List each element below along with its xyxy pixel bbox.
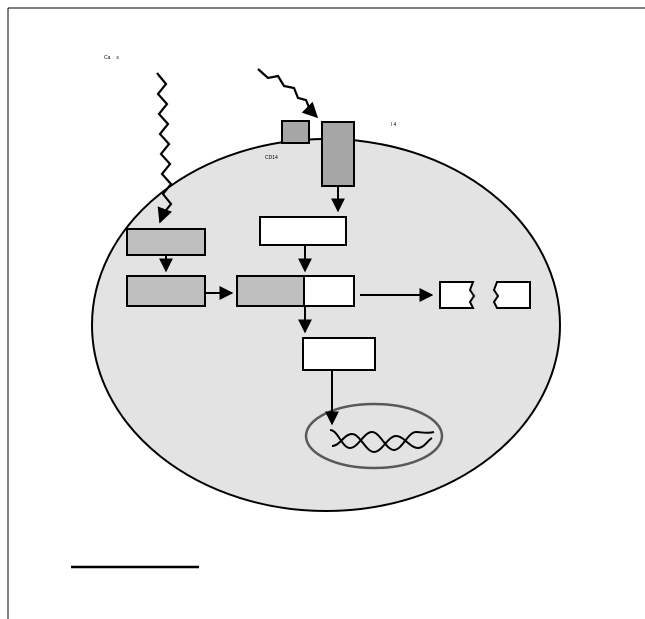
- ligand-left-wavy: [156, 72, 173, 224]
- box-complex-gray-half: [236, 275, 305, 307]
- box-left-lower: [126, 275, 206, 307]
- dna-strand-1: [329, 429, 435, 452]
- ligand-right-wavy: [257, 68, 319, 119]
- box-center-lower: [302, 337, 376, 371]
- label-cd14: CD14: [265, 155, 278, 161]
- label-receptor: l 4: [391, 122, 397, 128]
- box-right-fragment-1: [439, 281, 476, 309]
- box-left-upper: [126, 228, 206, 256]
- nucleus: [304, 402, 444, 470]
- cell-body: [91, 138, 561, 512]
- box-complex-white-half: [303, 275, 355, 307]
- box-right-fragment-2: [492, 281, 531, 309]
- box-center-top: [259, 216, 347, 246]
- label-top-left: Ca s: [104, 55, 119, 61]
- cd14-receptor: [281, 120, 310, 144]
- dna-strand-2: [331, 432, 433, 454]
- tlr4-receptor: [321, 121, 355, 187]
